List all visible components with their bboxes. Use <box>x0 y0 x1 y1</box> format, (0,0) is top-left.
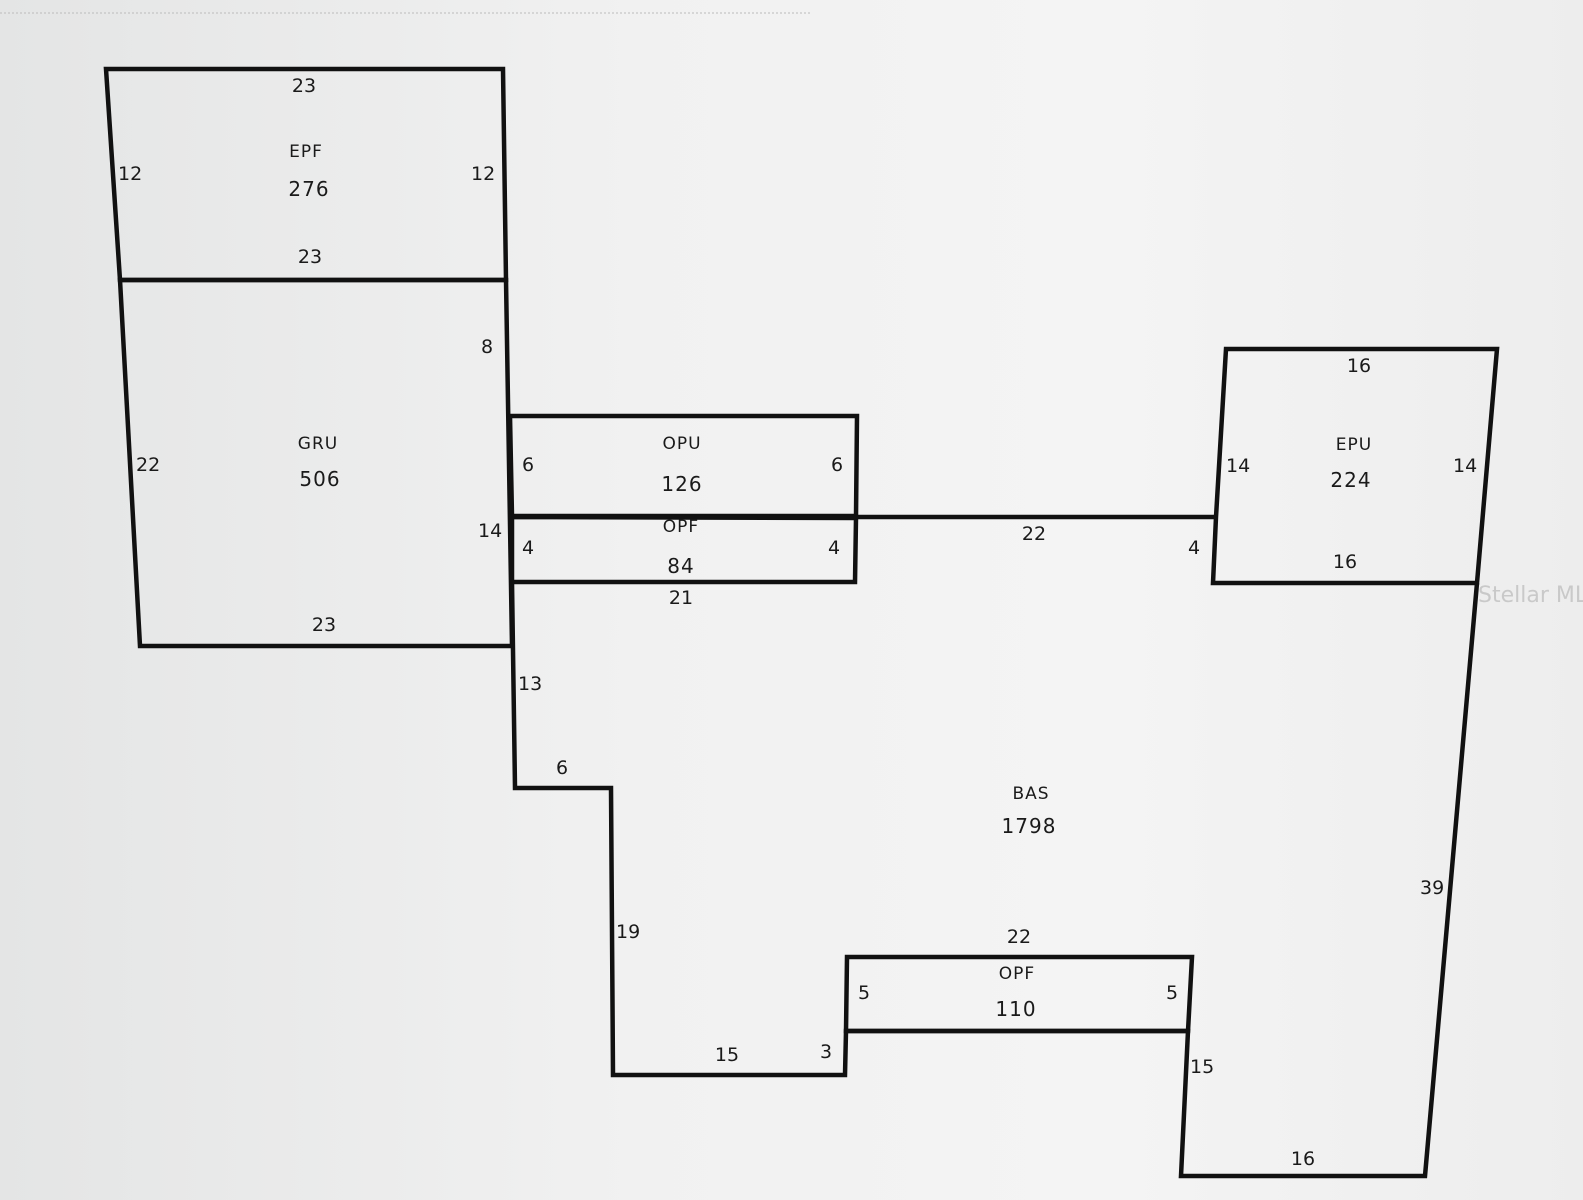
bas-right-lower-dim: 15 <box>1190 1056 1214 1078</box>
watermark: Stellar MLS <box>1478 583 1583 608</box>
opf-mid-room-label: OPF <box>663 517 699 537</box>
opu-room-label: OPU <box>662 434 701 454</box>
opf-mid-right-dim: 4 <box>828 537 840 559</box>
bas-bottom-right-dim: 16 <box>1291 1148 1315 1170</box>
gru-right-lower-dim: 14 <box>478 520 502 542</box>
bas-left-upper-dim: 13 <box>518 673 542 695</box>
bas-left-lower-dim: 19 <box>616 921 640 943</box>
epf-bottom-dim: 23 <box>298 246 322 268</box>
gru-bottom-dim: 23 <box>312 614 336 636</box>
gru-right-upper-dim: 8 <box>481 336 493 358</box>
bas-room-label: BAS <box>1012 784 1049 804</box>
opu-room-area: 126 <box>661 472 702 496</box>
opf-bottom-top-dim: 22 <box>1007 926 1031 948</box>
room-opf-mid-outline <box>509 514 859 585</box>
epu-lower-left-dim: 4 <box>1188 537 1200 559</box>
opf-bottom-room-label: OPF <box>999 964 1035 984</box>
opf-mid-bottom-dim: 21 <box>669 587 693 609</box>
epf-room-area: 276 <box>288 177 329 201</box>
gru-left-dim: 22 <box>136 454 160 476</box>
room-epu-outline <box>1210 346 1500 586</box>
opu-left-dim: 6 <box>522 454 534 476</box>
bas-step-dim: 6 <box>556 757 568 779</box>
room-opu-outline <box>507 413 860 519</box>
room-bas-outline <box>509 581 1480 1179</box>
bas-right-dim: 39 <box>1420 877 1444 899</box>
opf-bottom-right-dim: 5 <box>1166 982 1178 1004</box>
opf-mid-room-area: 84 <box>667 554 694 578</box>
room-gru-outline <box>117 277 515 649</box>
epu-top-dim: 16 <box>1347 355 1371 377</box>
bas-top-connector-dim: 22 <box>1022 523 1046 545</box>
opf-mid-left-dim: 4 <box>522 537 534 559</box>
epu-right-dim: 14 <box>1453 455 1477 477</box>
gru-room-area: 506 <box>299 467 340 491</box>
gru-room-label: GRU <box>298 434 338 454</box>
epf-top-dim: 23 <box>292 75 316 97</box>
bas-bottom-left-dim: 15 <box>715 1044 739 1066</box>
epu-left-dim: 14 <box>1226 455 1250 477</box>
opf-bottom-room-area: 110 <box>995 997 1036 1021</box>
bas-notch-dim: 3 <box>820 1041 832 1063</box>
epf-room-label: EPF <box>289 142 323 162</box>
opu-right-dim: 6 <box>831 454 843 476</box>
bas-room-area: 1798 <box>1002 814 1057 838</box>
epu-room-area: 224 <box>1330 468 1371 492</box>
epf-left-dim: 12 <box>118 163 142 185</box>
epu-room-label: EPU <box>1336 435 1372 455</box>
epf-right-dim: 12 <box>471 163 495 185</box>
opf-bottom-left-dim: 5 <box>858 982 870 1004</box>
epu-bottom-dim: 16 <box>1333 551 1357 573</box>
